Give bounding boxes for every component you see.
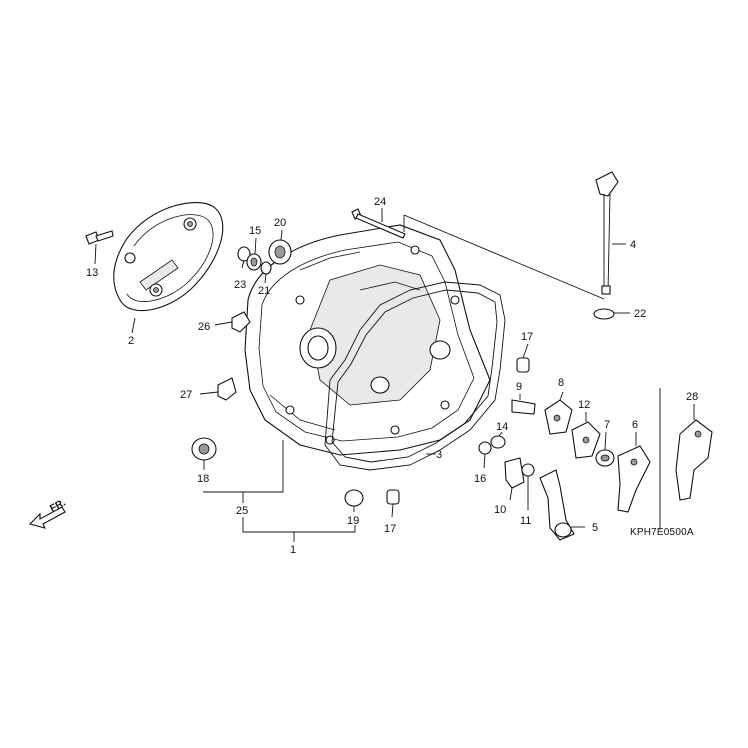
part-9 (511, 399, 536, 415)
callout-5: 5 (592, 522, 598, 534)
callout-13: 13 (86, 267, 98, 279)
callout-24: 24 (374, 196, 386, 208)
part-cover-plate (113, 201, 224, 312)
part-10 (504, 457, 525, 489)
part-12 (571, 421, 601, 459)
callout-22: 22 (634, 308, 646, 320)
part-bush-19 (344, 489, 364, 507)
part-clamp-27 (217, 377, 237, 401)
part-bolt-24 (351, 208, 406, 239)
part-dipstick-4 (595, 171, 619, 295)
callout-28: 28 (686, 391, 698, 403)
callout-1: 1 (290, 544, 296, 556)
callout-15: 15 (249, 225, 261, 237)
part-16 (478, 441, 492, 455)
part-7 (595, 449, 615, 467)
part-bolt-13 (85, 230, 114, 245)
part-gasket (324, 281, 506, 471)
part-28 (675, 419, 713, 501)
callout-labels: 1 2 3 4 5 6 7 8 9 10 11 12 13 14 15 16 1… (86, 196, 698, 556)
diagram-code: KPH7E0500A (630, 527, 694, 538)
part-11 (521, 463, 535, 477)
callout-26: 26 (198, 321, 210, 333)
callout-16: 16 (474, 473, 486, 485)
callout-9: 9 (516, 381, 522, 393)
callout-3: 3 (436, 449, 442, 461)
part-14 (490, 435, 506, 449)
callout-17a: 17 (521, 331, 533, 343)
callout-14: 14 (496, 421, 508, 433)
callout-11: 11 (520, 515, 531, 527)
part-seal-group (237, 239, 292, 275)
callout-19: 19 (347, 515, 359, 527)
callout-4: 4 (630, 239, 636, 251)
part-dowel-17a (516, 357, 530, 373)
callout-17b: 17 (384, 523, 396, 535)
part-8 (544, 399, 573, 435)
callout-8: 8 (558, 377, 564, 389)
callout-25: 25 (236, 505, 248, 517)
callout-21: 21 (258, 285, 270, 297)
part-6 (617, 445, 651, 513)
part-crankcase-cover (244, 224, 491, 456)
part-clamp-26 (231, 311, 251, 333)
callout-23: 23 (234, 279, 246, 291)
part-5 (539, 469, 575, 541)
callout-6: 6 (632, 419, 638, 431)
front-direction-arrow: FR. (28, 497, 68, 529)
callout-7: 7 (604, 419, 610, 431)
callout-18: 18 (197, 473, 209, 485)
part-dowel-17b (386, 489, 400, 505)
callout-10: 10 (494, 504, 506, 516)
callout-27: 27 (180, 389, 192, 401)
callout-20: 20 (274, 217, 286, 229)
part-oring-22 (593, 308, 615, 320)
callout-2: 2 (128, 335, 134, 347)
callout-12: 12 (578, 399, 590, 411)
leader-lines (94, 208, 695, 542)
part-bearing-18 (191, 437, 217, 461)
